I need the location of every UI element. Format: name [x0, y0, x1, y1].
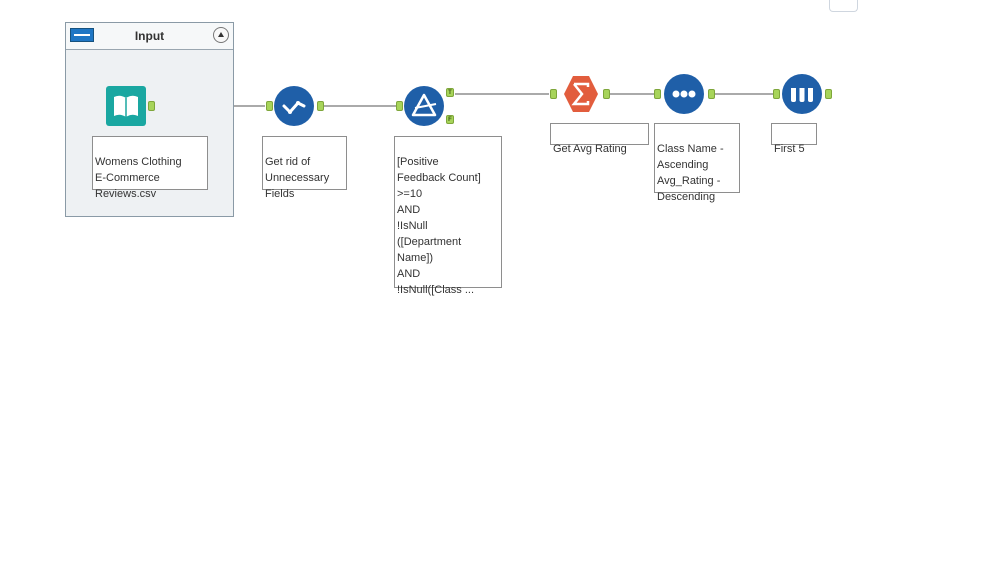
- filter-input-anchor[interactable]: [396, 101, 403, 111]
- filter-tool-label: [Positive Feedback Count] >=10 AND !IsNu…: [394, 136, 502, 296]
- sample-input-anchor[interactable]: [773, 89, 780, 99]
- filter-tool[interactable]: [404, 86, 444, 131]
- sample-output-anchor[interactable]: [825, 89, 832, 99]
- sample-tool[interactable]: [782, 74, 822, 119]
- container-header[interactable]: Input: [66, 23, 233, 50]
- container-title: Input: [134, 29, 165, 43]
- check-path-icon: [274, 86, 314, 126]
- sample-tool-label: First 5: [771, 123, 817, 155]
- sort-input-anchor[interactable]: [654, 89, 661, 99]
- summarize-tool[interactable]: [560, 73, 602, 120]
- input-data-tool[interactable]: [106, 86, 146, 131]
- summarize-output-anchor[interactable]: [603, 89, 610, 99]
- summarize-tool-label: Get Avg Rating: [550, 123, 649, 155]
- filter-true-anchor[interactable]: T: [446, 88, 454, 97]
- three-dots-icon: [664, 74, 704, 114]
- filter-false-anchor[interactable]: F: [446, 115, 454, 124]
- sort-output-anchor[interactable]: [708, 89, 715, 99]
- test-tubes-icon: [782, 74, 822, 114]
- input-output-anchor[interactable]: [148, 101, 155, 111]
- sort-tool[interactable]: [664, 74, 704, 119]
- filter-triangle-icon: [404, 86, 444, 126]
- book-icon: [106, 86, 146, 126]
- sort-tool-label: Class Name - Ascending Avg_Rating - Desc…: [654, 123, 740, 203]
- select-input-anchor[interactable]: [266, 101, 273, 111]
- select-output-anchor[interactable]: [317, 101, 324, 111]
- sigma-icon: [564, 76, 598, 112]
- summarize-input-anchor[interactable]: [550, 89, 557, 99]
- select-tool-label: Get rid of Unnecessary Fields: [262, 136, 347, 200]
- container-icon: [70, 28, 94, 42]
- collapse-button[interactable]: [213, 27, 229, 43]
- window-corner-tab: [829, 0, 858, 12]
- input-tool-label: Womens Clothing E-Commerce Reviews.csv: [92, 136, 208, 200]
- select-tool[interactable]: [274, 86, 314, 131]
